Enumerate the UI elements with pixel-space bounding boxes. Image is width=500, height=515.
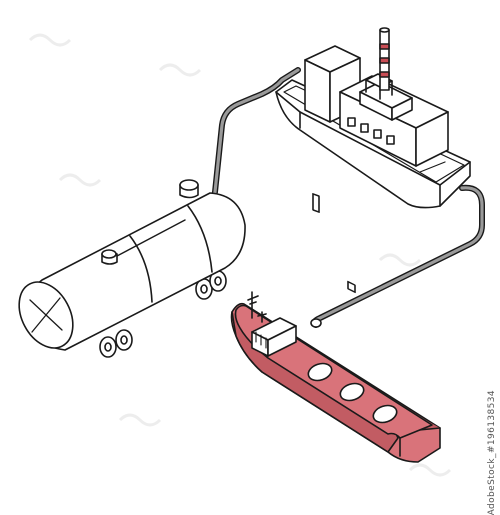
ship-funnel [379,27,390,91]
tank-dome [101,179,199,265]
tanker-ship [230,291,441,463]
truck-wheels-front [99,329,133,358]
illustration [18,27,485,463]
stock-id-label: AdobeStock_#196138534 [487,390,497,515]
truck-wheels-rear [195,270,227,300]
supply-ship [275,27,471,294]
hose-ship-to-tanker [311,184,485,328]
tanker-mast [247,291,267,323]
ship-windows [347,117,395,145]
tanker-bridge [251,317,297,357]
tanker-domes [307,362,398,424]
tanker-truck [18,179,246,358]
